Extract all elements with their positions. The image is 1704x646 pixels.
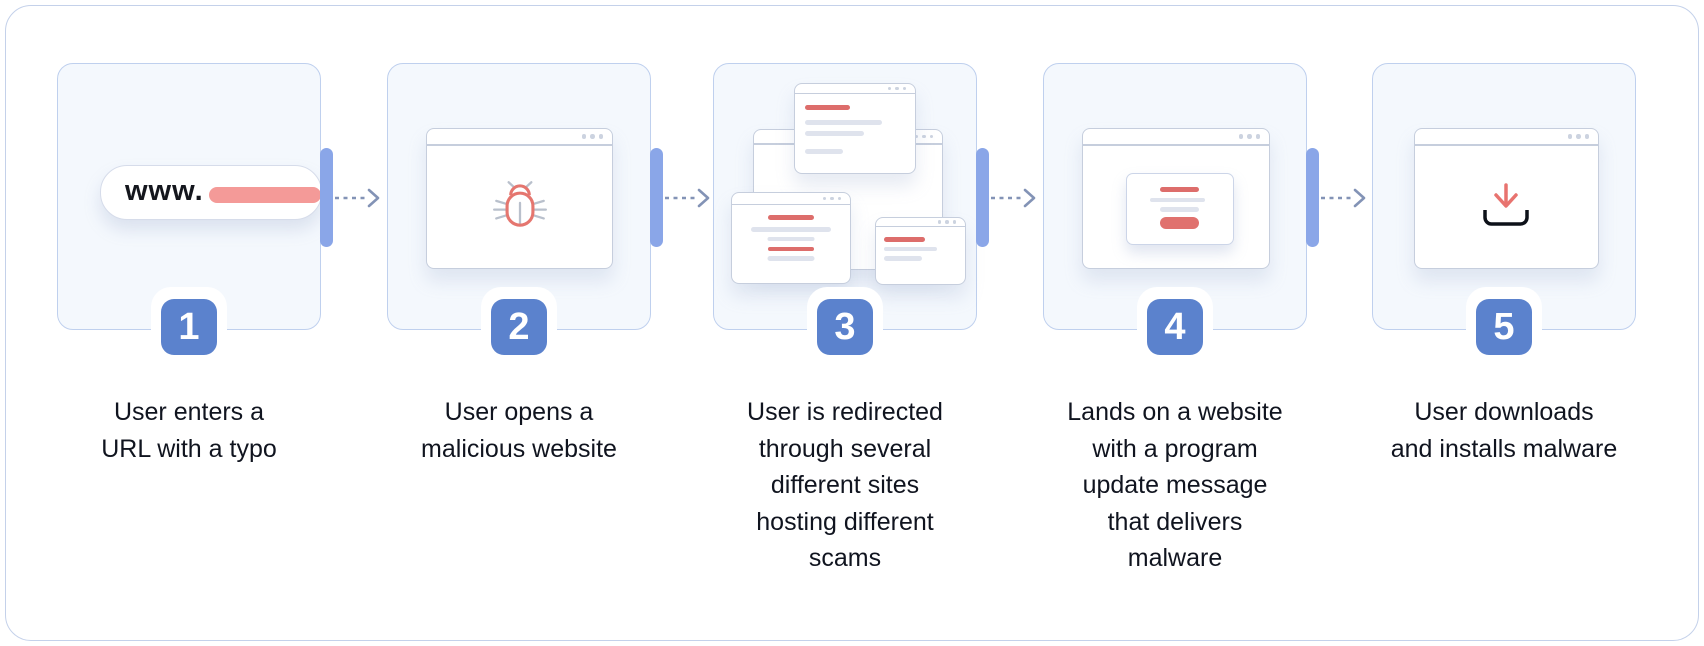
step-2: 2 User opens a malicious website — [387, 63, 710, 463]
window-dots-icon — [945, 220, 949, 224]
window-dots-icon — [929, 134, 933, 139]
step-4-connector-tab — [1306, 148, 1319, 247]
step-5: 5 User downloads and installs malware — [1372, 63, 1636, 463]
step-4-number-badge: 4 — [1147, 299, 1203, 355]
text-line — [767, 256, 815, 261]
step-5-label: User downloads and installs malware — [1390, 398, 1618, 463]
step-1: www. 1 User enters a URL with a typo — [57, 63, 380, 463]
dashed-arrow-right-icon — [991, 188, 1036, 208]
window-titlebar — [732, 193, 850, 205]
window-dots-icon — [830, 196, 834, 201]
step-2-connector-tab — [650, 148, 663, 247]
download-icon — [1483, 183, 1529, 226]
window-dots-icon — [1247, 134, 1252, 139]
window-titlebar — [1083, 129, 1269, 146]
window-dots-icon — [581, 134, 586, 139]
text-line — [884, 256, 922, 261]
window-dots-icon — [895, 86, 899, 91]
step-2-number-badge: 2 — [491, 299, 547, 355]
text-line — [767, 236, 815, 241]
step-4: 4 Lands on a website with a program upda… — [1043, 63, 1366, 572]
step-1-badge-wrap: 1 — [151, 287, 227, 369]
step-2-badge-wrap: 2 — [481, 287, 557, 369]
window-titlebar — [427, 129, 612, 146]
text-line-red — [884, 237, 925, 242]
text-line-red — [768, 246, 814, 251]
window-dots-icon — [590, 134, 595, 139]
step-1-connector-tab — [320, 148, 333, 247]
window-dots-icon — [902, 86, 906, 91]
window-dots-icon — [1576, 134, 1581, 139]
window-dots-icon — [822, 196, 826, 201]
window-dots-icon — [887, 86, 891, 91]
text-line — [1150, 197, 1205, 202]
url-bar: www. — [100, 165, 322, 220]
browser-window — [1414, 128, 1599, 269]
browser-window — [426, 128, 613, 269]
dashed-arrow-right-icon — [1321, 188, 1366, 208]
text-line-red — [805, 105, 850, 110]
step-5-badge-wrap: 5 — [1466, 287, 1542, 369]
bug-icon — [493, 181, 547, 227]
step-4-badge-wrap: 4 — [1137, 287, 1213, 369]
dialog-button — [1160, 216, 1199, 229]
text-line — [805, 149, 843, 154]
text-line — [805, 131, 864, 136]
step-3-number-badge: 3 — [817, 299, 873, 355]
step-3-badge-wrap: 3 — [807, 287, 883, 369]
window-dots-icon — [1584, 134, 1589, 139]
browser-window-bottom-left — [731, 192, 851, 284]
window-titlebar — [1415, 129, 1598, 146]
window-dots-icon — [937, 220, 941, 224]
step-1-label: User enters a URL with a typo — [101, 398, 277, 463]
browser-window-bottom-right — [875, 217, 966, 285]
window-dots-icon — [914, 134, 918, 139]
window-dots-icon — [837, 196, 841, 201]
text-line-red — [1160, 187, 1199, 192]
window-dots-icon — [1255, 134, 1260, 139]
window-dots-icon — [1238, 134, 1243, 139]
step-3-label: User is redirected through several diffe… — [747, 398, 943, 572]
window-titlebar — [795, 84, 915, 94]
step-3: 3 User is redirected through several dif… — [713, 63, 1036, 572]
typo-domain-placeholder — [209, 187, 321, 203]
dashed-arrow-right-icon — [335, 188, 380, 208]
step-1-number-badge: 1 — [161, 299, 217, 355]
update-message-dialog — [1126, 173, 1234, 245]
text-line — [884, 246, 937, 251]
step-2-label: User opens a malicious website — [421, 398, 617, 463]
dashed-arrow-right-icon — [665, 188, 710, 208]
step-3-connector-tab — [976, 148, 989, 247]
browser-window-top — [794, 83, 916, 174]
step-4-label: Lands on a website with a program update… — [1067, 398, 1283, 572]
text-line-red — [768, 215, 814, 220]
window-titlebar — [876, 218, 965, 227]
url-prefix-text: www. — [125, 175, 204, 207]
window-dots-icon — [952, 220, 956, 224]
window-dots-icon — [1567, 134, 1572, 139]
text-line — [805, 120, 882, 125]
text-line — [1160, 207, 1199, 212]
step-5-number-badge: 5 — [1476, 299, 1532, 355]
text-line — [751, 227, 831, 232]
window-dots-icon — [922, 134, 926, 139]
window-dots-icon — [598, 134, 603, 139]
